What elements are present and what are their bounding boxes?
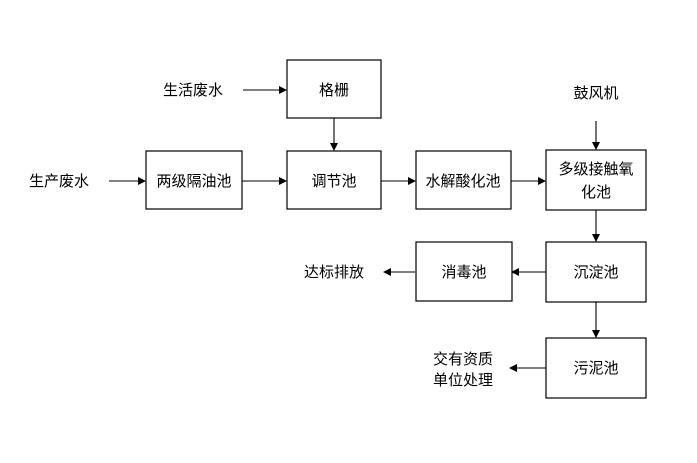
node-grille-label: 格栅 (319, 81, 349, 99)
label-blower: 鼓风机 (573, 84, 618, 102)
edges (109, 86, 600, 372)
node-disinfection-tank: 消毒池 (415, 241, 513, 302)
label-sludge-disposal-line1: 交有资质 (433, 350, 493, 368)
node-oil-tank-label: 两级隔油池 (156, 172, 231, 190)
node-contact-oxidation-label-line2: 化池 (581, 183, 611, 201)
node-hydrolysis-tank: 水解酸化池 (415, 150, 512, 210)
node-contact-oxidation-tank: 多级接触氧 化池 (545, 149, 647, 211)
node-regulating-tank-label: 调节池 (311, 172, 356, 190)
label-domestic-wastewater: 生活废水 (163, 81, 223, 99)
node-regulating-tank: 调节池 (286, 150, 382, 210)
node-contact-oxidation-label-line1: 多级接触氧 (558, 160, 633, 178)
node-sludge-tank: 污泥池 (545, 337, 647, 399)
node-hydrolysis-tank-label: 水解酸化池 (425, 172, 500, 190)
node-settling-tank-label: 沉淀池 (573, 263, 618, 281)
node-sludge-tank-label: 污泥池 (573, 359, 618, 377)
node-settling-tank: 沉淀池 (545, 241, 647, 303)
node-grille: 格栅 (286, 59, 382, 119)
label-sludge-disposal-line2: 单位处理 (433, 371, 493, 389)
node-oil-tank: 两级隔油池 (145, 150, 243, 210)
node-disinfection-tank-label: 消毒池 (441, 263, 486, 281)
label-production-wastewater: 生产废水 (29, 172, 89, 190)
label-discharge: 达标排放 (304, 263, 364, 281)
